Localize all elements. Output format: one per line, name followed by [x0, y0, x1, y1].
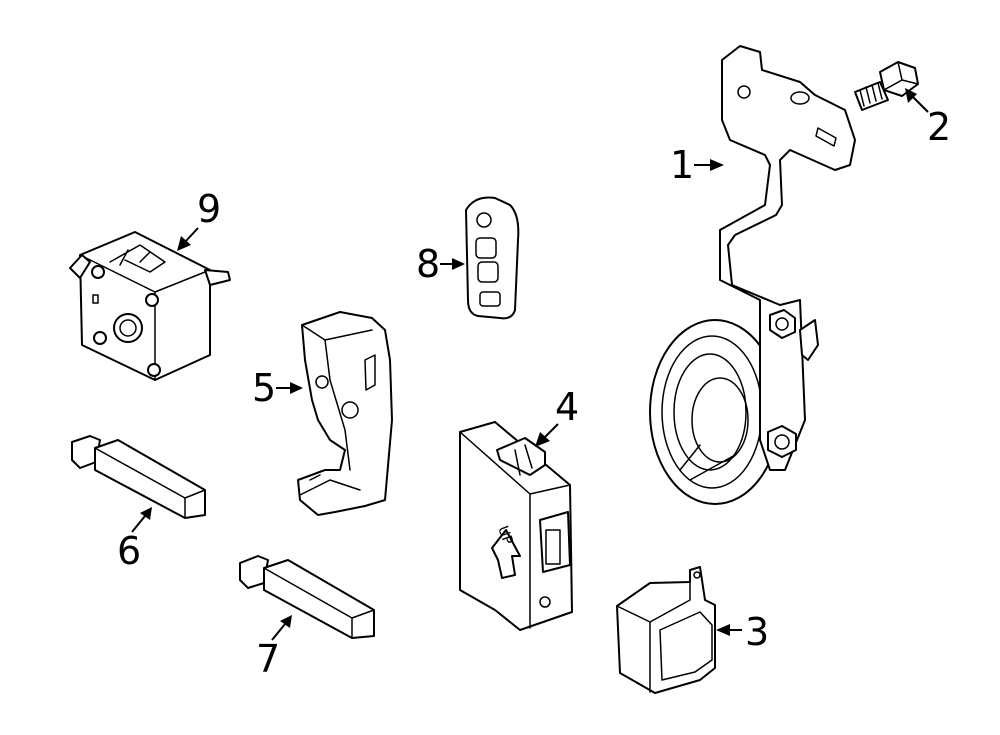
- callout-number: 3: [745, 610, 769, 654]
- callout-1: 1: [670, 143, 724, 187]
- part-8-key-fob: [465, 196, 520, 320]
- callout-4: 4: [535, 385, 579, 447]
- callout-9: 9: [177, 187, 221, 251]
- callout-number: 7: [256, 637, 280, 681]
- callout-number: 8: [416, 242, 440, 286]
- part-9-actuator: [69, 231, 231, 381]
- part-5-bracket: [297, 311, 393, 516]
- callout-6: 6: [117, 507, 152, 573]
- part-1-horn-assembly: [649, 45, 856, 505]
- callout-8: 8: [416, 242, 465, 286]
- part-3-module: [616, 566, 716, 694]
- part-4-control-module: UP: [459, 421, 573, 631]
- part-7-antenna: [239, 555, 375, 639]
- callout-7: 7: [256, 615, 292, 681]
- callout-number: 4: [555, 385, 579, 429]
- up-marking: UP: [494, 524, 515, 547]
- part-6-antenna: [71, 435, 206, 519]
- part-2-bolt: [854, 61, 919, 111]
- callout-number: 6: [117, 529, 141, 573]
- callout-number: 9: [197, 187, 221, 231]
- callout-2: 2: [905, 88, 951, 149]
- callout-5: 5: [252, 366, 303, 410]
- callout-3: 3: [716, 610, 769, 654]
- callout-number: 5: [252, 366, 276, 410]
- callout-number: 2: [927, 105, 951, 149]
- callout-number: 1: [670, 143, 694, 187]
